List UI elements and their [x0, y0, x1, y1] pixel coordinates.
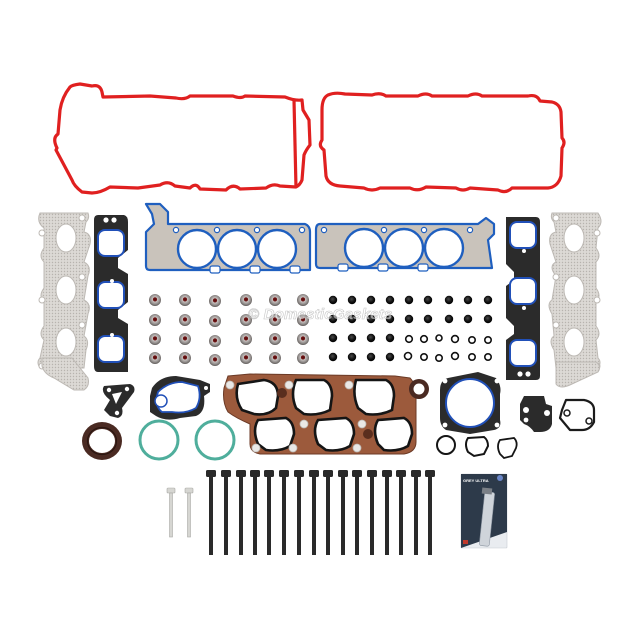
head-bolt: [250, 470, 260, 555]
small-round-o-ring: [436, 435, 456, 455]
intake-plenum-gasket: [223, 373, 417, 455]
rubber-caps: [328, 295, 493, 362]
cylinder-head-gasket-right: [314, 216, 496, 272]
egr-gasket: [520, 396, 552, 432]
head-bolt: [323, 470, 333, 555]
camshaft-seal: [409, 379, 429, 399]
head-bolt: [236, 470, 246, 555]
head-bolt: [309, 470, 319, 555]
intake-manifold-gasket-right: [506, 217, 540, 380]
head-bolt: [396, 470, 406, 555]
valve-cover-gasket-right: [318, 91, 566, 194]
head-bolt: [294, 470, 304, 555]
cylinder-head-gasket-left: [144, 202, 312, 274]
head-bolt: [206, 470, 216, 555]
head-bolt: [352, 470, 362, 555]
thermostat-housing-gasket: [150, 376, 210, 420]
mesh-gasket-small-right: [555, 361, 601, 388]
head-bolt: [221, 470, 231, 555]
rtv-sealant-package: [460, 473, 508, 549]
green-o-rings: [138, 419, 236, 461]
exhaust-manifold-gasket-left: [37, 212, 91, 370]
head-bolts: [206, 470, 435, 555]
head-bolt: [382, 470, 392, 555]
valve-stem-seals: [149, 294, 309, 366]
head-bolt: [425, 470, 435, 555]
exhaust-manifold-gasket-right: [548, 212, 602, 370]
head-bolt: [279, 470, 289, 555]
head-bolt: [264, 470, 274, 555]
water-outlet-gasket: [102, 384, 135, 418]
intake-manifold-gasket-left: [94, 215, 128, 372]
small-o-rings: [403, 334, 492, 362]
head-bolt: [367, 470, 377, 555]
valve-cover-gasket-left: [53, 82, 312, 195]
head-bolt: [411, 470, 421, 555]
small-rect-gasket: [497, 437, 518, 459]
mesh-gasket-small-left: [41, 357, 89, 391]
small-square-gasket: [465, 435, 490, 458]
head-bolt: [338, 470, 348, 555]
auxiliary-bolts: [166, 487, 194, 538]
crankshaft-seal: [82, 422, 122, 460]
throttle-body-gasket: [440, 372, 501, 434]
map-sensor-gasket: [558, 398, 596, 432]
